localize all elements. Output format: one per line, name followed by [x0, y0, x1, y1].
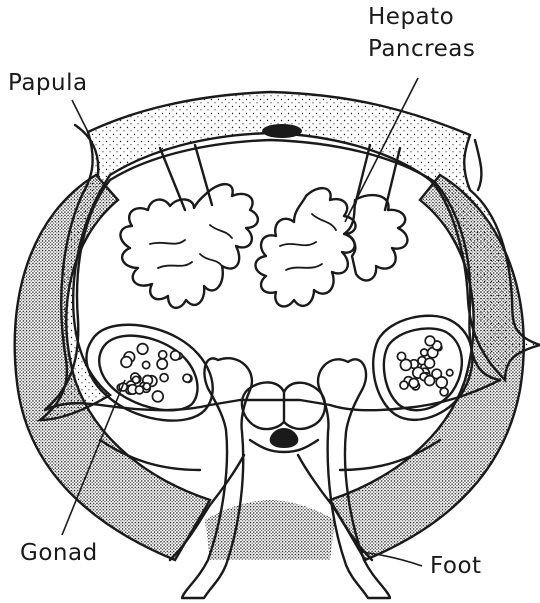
gonad-cell [421, 349, 428, 356]
hepatopancreas-right-lobe-b [344, 195, 407, 280]
gonad-cell [436, 377, 447, 388]
gonad-cell [137, 344, 148, 355]
body-wall-outer [15, 175, 524, 560]
gonad-cell [143, 361, 150, 368]
gonad-cell [143, 383, 150, 390]
gonad-cell [121, 357, 132, 368]
gonad-cell [159, 351, 167, 359]
label-foot: Foot [430, 555, 482, 578]
label-gonad: Gonad [20, 542, 98, 565]
gonad-cell [133, 376, 140, 383]
gonad-cell [397, 352, 405, 360]
hepatopancreas-left [120, 184, 257, 308]
gonad-cell [447, 370, 453, 376]
label-hepato-line2: Pancreas [368, 38, 475, 61]
ambulacral-ossicles [242, 382, 325, 452]
gonad-cell [440, 388, 448, 396]
gonad-cell [157, 359, 167, 369]
gonad-cell [183, 374, 191, 382]
gonad-cell [160, 374, 168, 382]
label-hepato-line1: Hepato [368, 6, 454, 29]
label-papula: Papula [8, 72, 88, 95]
tube-foot-left [182, 358, 252, 598]
gonad-cell [409, 379, 418, 388]
gonad-cell [425, 358, 435, 368]
hepatopancreas-left-folds [150, 225, 232, 268]
gonad-cell [400, 381, 408, 389]
mesentery-strands [160, 145, 400, 210]
gonad-cell [152, 391, 163, 402]
aboral-canal [262, 124, 302, 138]
gonad-cell [135, 386, 143, 394]
coelom-cavity [45, 140, 500, 410]
gonad-cell [171, 351, 180, 360]
gonad-cell [425, 336, 435, 346]
hepatopancreas-right [256, 188, 356, 306]
gonad-cell [425, 376, 435, 386]
hepatopancreas-right-folds [280, 214, 336, 270]
